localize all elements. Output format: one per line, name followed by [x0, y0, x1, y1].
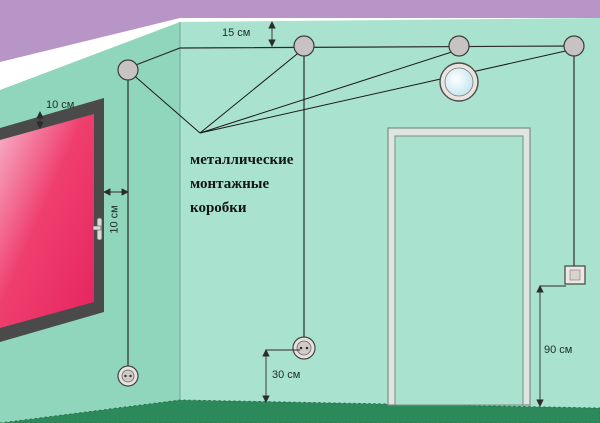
dim-ceiling-gap	[268, 20, 276, 48]
dim-label-window-top: 10 см	[46, 99, 75, 111]
callout-line-2: монтажные	[190, 176, 270, 192]
dim-switch-height	[536, 284, 566, 408]
top-edge	[0, 0, 600, 62]
callout-junction-boxes: металлические монтажные коробки	[190, 148, 293, 220]
callout-line-1: металлические	[190, 152, 294, 168]
dim-label-window-side: 10 см	[108, 205, 121, 234]
round-socket-icon	[292, 336, 316, 360]
floor	[0, 400, 600, 423]
junction-box-2	[448, 35, 470, 57]
dim-socket-height	[262, 348, 300, 404]
round-socket-icon	[117, 365, 139, 387]
square-switch-icon	[564, 265, 586, 285]
handle-icon	[92, 217, 103, 241]
junction-box-3	[563, 35, 585, 57]
junction-box-1	[293, 35, 315, 57]
dim-window-side	[102, 188, 130, 196]
round-lamp-icon	[439, 62, 479, 102]
wires	[127, 45, 575, 372]
round-gray-box-icon	[117, 59, 139, 81]
round-gray-box-icon	[293, 35, 315, 57]
dim-label-switch-height: 90 см	[544, 344, 573, 356]
dim-window-top	[36, 110, 44, 130]
dim-label-ceiling-gap: 15 см	[222, 27, 251, 39]
round-gray-box-icon	[448, 35, 470, 57]
door	[387, 127, 531, 406]
window-glass	[0, 114, 94, 328]
round-gray-box-icon	[563, 35, 585, 57]
callout-pointers	[129, 49, 571, 134]
junction-box-side	[117, 59, 139, 81]
dim-label-socket-height: 30 см	[272, 369, 301, 381]
callout-line-3: коробки	[190, 200, 247, 216]
floor-pattern	[0, 399, 600, 423]
